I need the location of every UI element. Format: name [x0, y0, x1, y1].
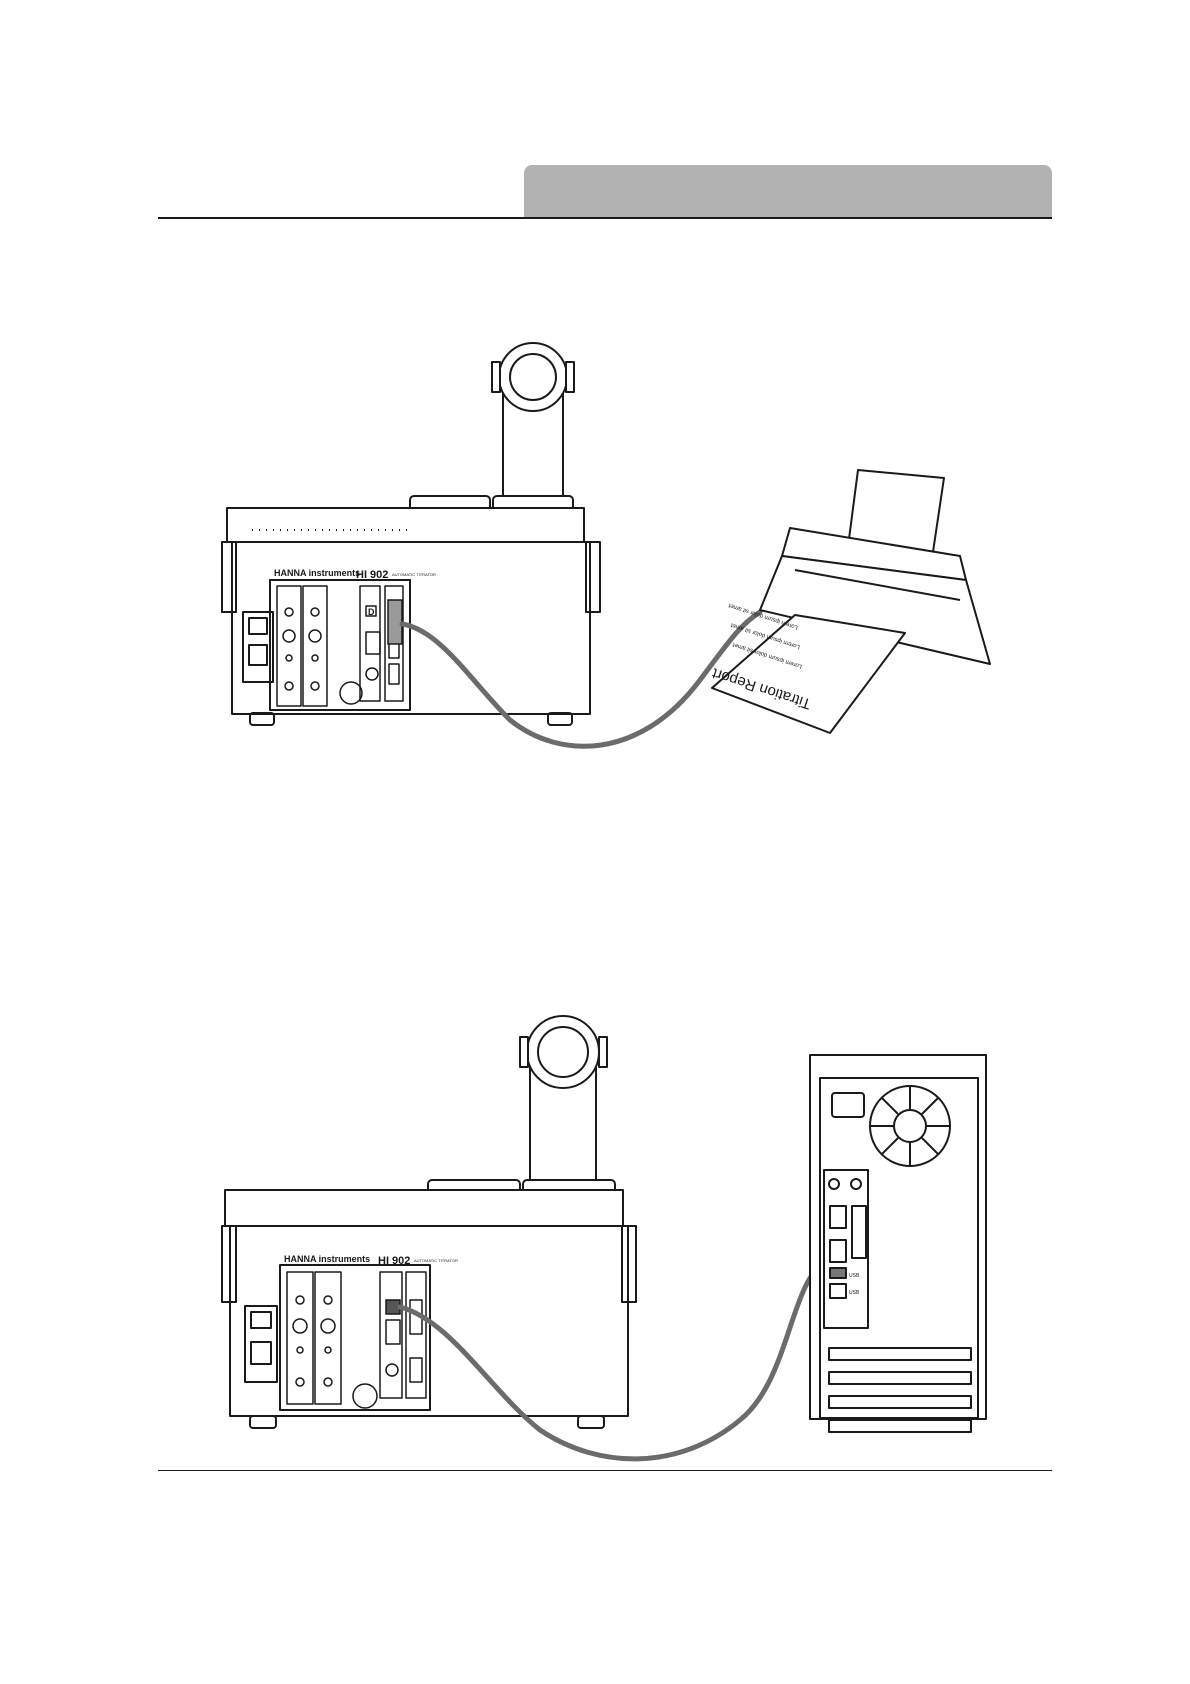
bottom-rule	[158, 1470, 1052, 1471]
brand-logo: HANNA instruments	[284, 1254, 370, 1264]
usb-port-label: USB	[849, 1273, 860, 1279]
figure-printer-connection: HANNA instruments HI 902 AUTOMATIC TITRA…	[0, 330, 1190, 770]
titrator-body	[222, 1190, 636, 1428]
model-label: HI 902	[356, 569, 388, 581]
figure-pc-connection: HANNA instruments HI 902 AUTOMATIC TITRA…	[0, 1000, 1190, 1470]
port-letter: D	[368, 607, 375, 617]
stirrer-arm	[492, 343, 574, 500]
usb-port-label: USB	[849, 1290, 860, 1296]
model-subtitle: AUTOMATIC TITRATOR	[392, 572, 436, 577]
header-tab	[524, 165, 1052, 217]
model-subtitle: AUTOMATIC TITRATOR	[414, 1258, 458, 1263]
model-label: HI 902	[378, 1255, 410, 1267]
titrator-body	[222, 508, 600, 725]
brand-logo: HANNA instruments	[274, 568, 360, 578]
top-rule	[158, 217, 1052, 219]
stirrer-arm	[520, 1016, 607, 1185]
pc-tower	[810, 1055, 986, 1432]
